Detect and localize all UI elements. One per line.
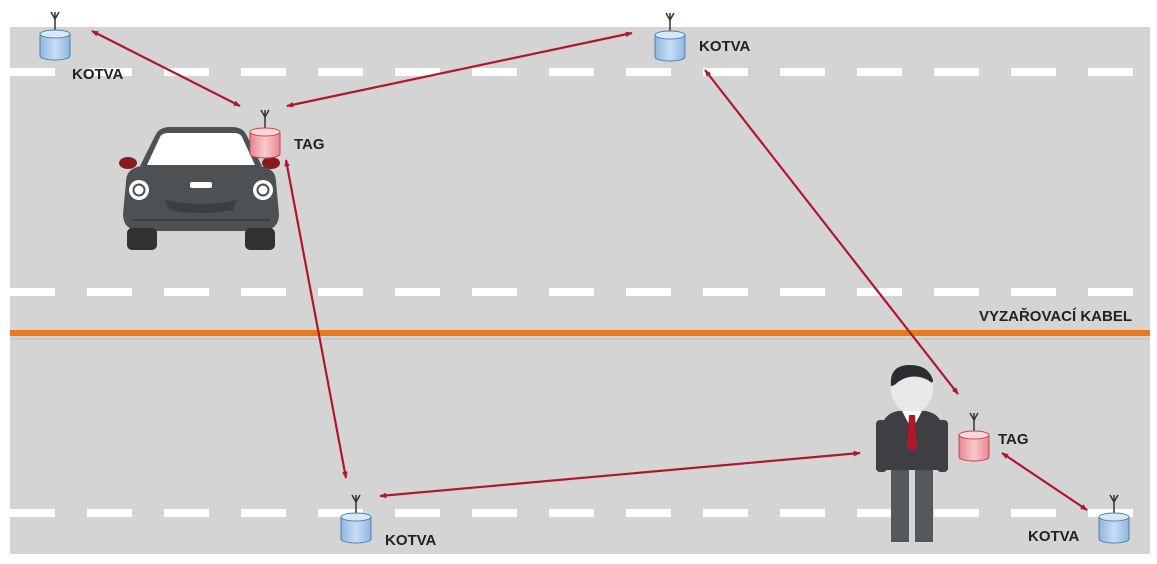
anchor-label-bottom-left: KOTVA xyxy=(385,532,437,549)
lane-dash xyxy=(241,68,286,76)
lane-dash xyxy=(10,288,55,296)
arrow-tag-person-to-anchor-br xyxy=(1001,452,1088,511)
distance-arrows xyxy=(91,30,1088,511)
car-icon xyxy=(119,127,280,250)
lane-dash xyxy=(549,68,594,76)
anchor-beacon-icon xyxy=(1098,494,1130,544)
lane-dash xyxy=(241,288,286,296)
lane-dash xyxy=(472,509,517,517)
person-icon xyxy=(876,364,948,542)
lane-dash xyxy=(10,509,55,517)
tag-beacon-icon xyxy=(249,109,281,159)
anchor-label-top-left: KOTVA xyxy=(72,66,124,83)
arrow-anchor-tr-to-tag-person xyxy=(704,69,959,395)
anchor-beacon-icon xyxy=(654,12,686,62)
lane-dash xyxy=(549,288,594,296)
lane-dash xyxy=(780,288,825,296)
lane-dash xyxy=(549,509,594,517)
lane-dash xyxy=(934,509,979,517)
lane-dash xyxy=(87,288,132,296)
lane-dash xyxy=(703,509,748,517)
lane-dash xyxy=(241,509,286,517)
lane-dash xyxy=(318,288,363,296)
lane-dash xyxy=(472,68,517,76)
lane-dash xyxy=(395,509,440,517)
lane-dash xyxy=(857,509,902,517)
anchor-beacon-icon xyxy=(39,11,71,61)
tag-label-car: TAG xyxy=(294,136,325,153)
lane-dash xyxy=(1088,288,1133,296)
lane-dash xyxy=(626,288,671,296)
lane-dash xyxy=(1011,68,1056,76)
lane-dash xyxy=(626,509,671,517)
cable-label: VYZAŘOVACÍ KABEL xyxy=(979,307,1132,325)
lane-dash xyxy=(934,288,979,296)
lane-dash xyxy=(318,509,363,517)
lane-dash xyxy=(934,68,979,76)
radiating-cable-line xyxy=(10,330,1150,336)
arrow-anchor-bl-to-person xyxy=(379,450,861,499)
lane-dash xyxy=(164,288,209,296)
lane-dash xyxy=(1011,288,1056,296)
lane-dash xyxy=(1011,509,1056,517)
lane-dash xyxy=(626,68,671,76)
lane-dash xyxy=(87,509,132,517)
lane-dash xyxy=(395,288,440,296)
anchor-beacon-icon xyxy=(340,494,372,544)
lane-dash xyxy=(1088,68,1133,76)
tag-beacon-icon xyxy=(958,412,990,462)
arrow-anchor-tl-to-tag-car xyxy=(91,30,241,107)
lane-dash xyxy=(780,509,825,517)
anchor-label-top-right: KOTVA xyxy=(699,38,751,55)
arrow-tag-car-to-anchor-bl xyxy=(284,159,348,479)
lane-dash xyxy=(164,509,209,517)
anchor-label-bottom-right: KOTVA xyxy=(1028,528,1080,545)
tag-label-person: TAG xyxy=(998,431,1029,448)
lane-dash xyxy=(472,288,517,296)
arrow-anchor-tr-to-tag-car xyxy=(286,31,633,108)
lane-dash xyxy=(703,288,748,296)
lane-dash xyxy=(780,68,825,76)
lane-dash xyxy=(857,68,902,76)
lane-dash xyxy=(318,68,363,76)
lane-dash xyxy=(10,68,55,76)
